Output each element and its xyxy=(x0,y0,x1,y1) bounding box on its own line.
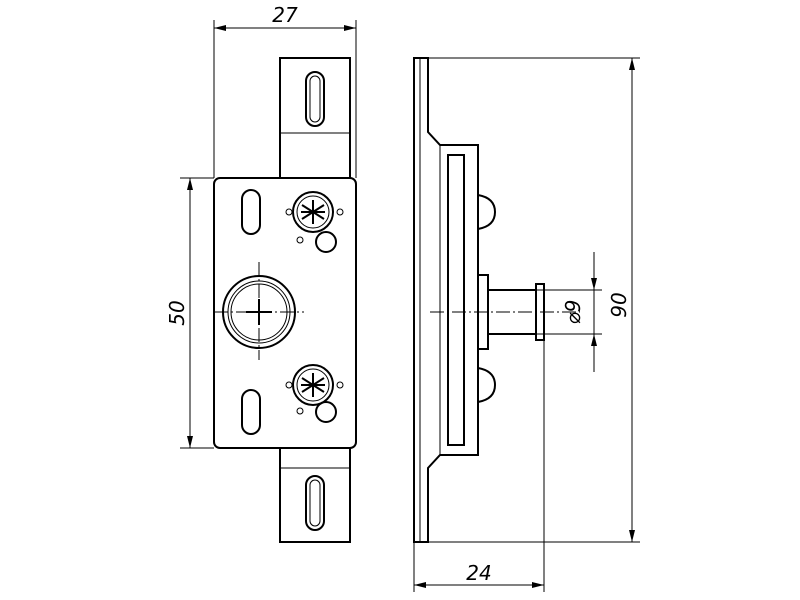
dimension-50-label: 50 xyxy=(165,300,189,325)
side-view xyxy=(413,57,580,543)
bottom-tab-slot xyxy=(305,475,325,531)
dimension-27: 27 xyxy=(213,3,357,178)
dimension-90: 90 xyxy=(428,57,640,543)
upper-screw-side xyxy=(477,194,497,230)
dimension-90-label: 90 xyxy=(607,292,631,317)
side-plate xyxy=(447,154,465,446)
dimension-24-label: 24 xyxy=(466,561,491,585)
pin-shaft xyxy=(430,274,580,350)
side-bracket xyxy=(413,57,479,543)
main-plate xyxy=(213,177,357,449)
dimension-24: 24 xyxy=(413,340,545,592)
top-tab-slot xyxy=(305,71,325,127)
upper-left-slot xyxy=(241,189,261,235)
center-pin-front xyxy=(214,262,304,360)
bottom-tab xyxy=(279,448,351,543)
dimension-27-label: 27 xyxy=(272,3,298,27)
lower-screw-side xyxy=(477,367,497,403)
front-view xyxy=(213,57,357,543)
lower-screw xyxy=(285,364,344,423)
upper-screw xyxy=(285,191,344,253)
dimension-diameter-9: ⌀9 xyxy=(536,252,602,372)
dimension-diameter-label: ⌀9 xyxy=(561,300,585,325)
lower-left-slot xyxy=(241,389,261,435)
dimension-50: 50 xyxy=(165,177,214,449)
top-tab xyxy=(279,57,351,178)
